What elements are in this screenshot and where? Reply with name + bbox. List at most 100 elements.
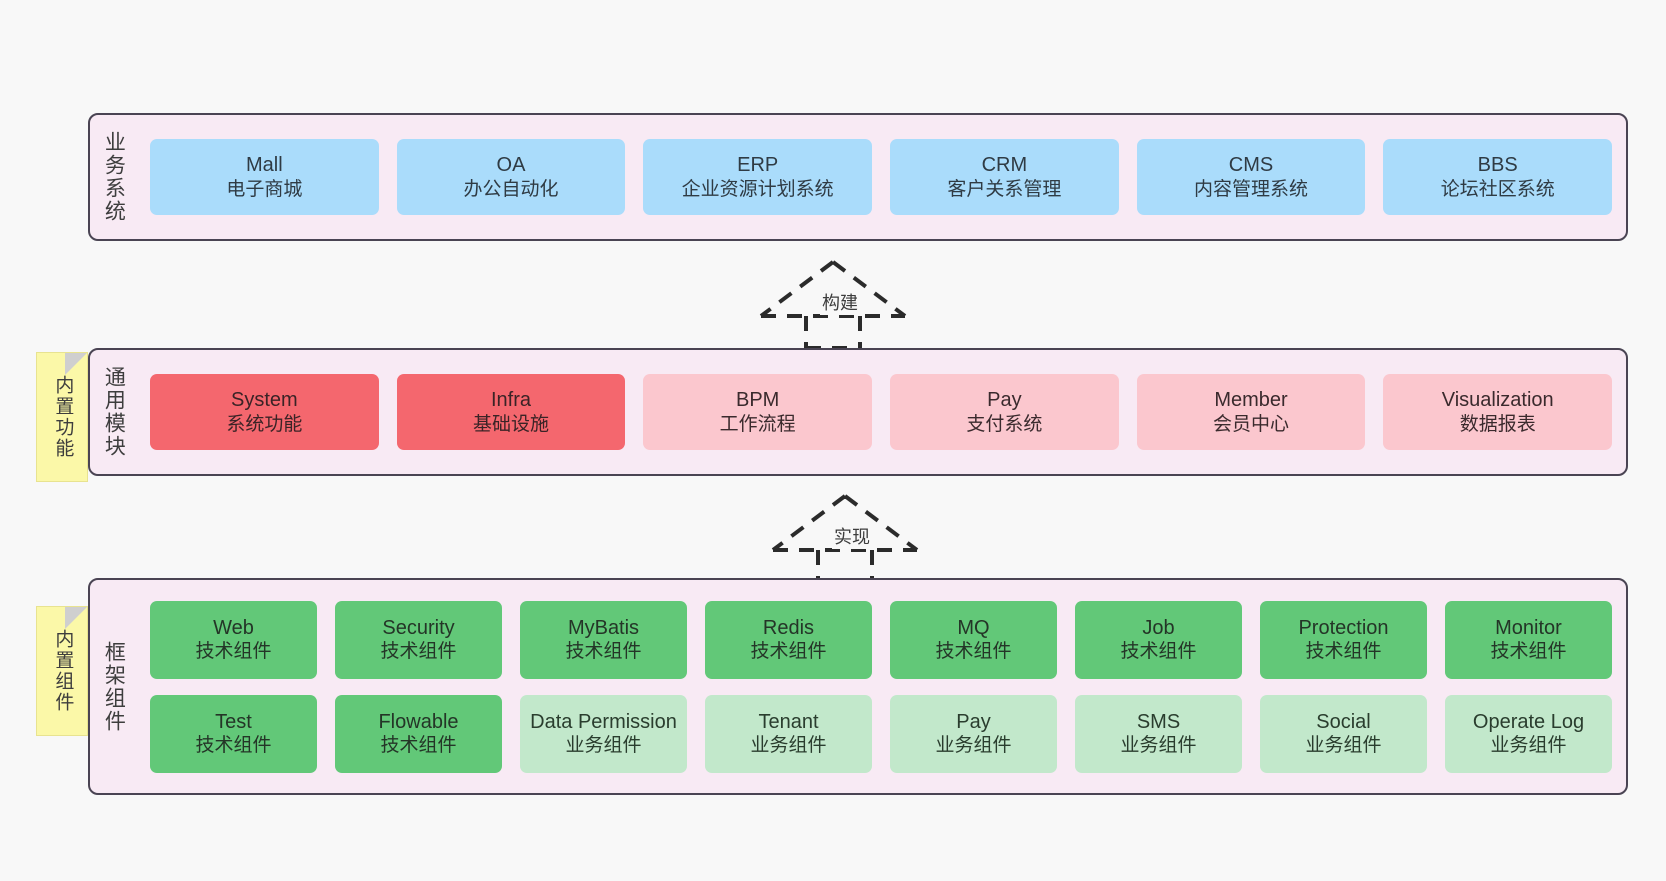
node-title: Data Permission [530, 710, 677, 733]
node-title: Visualization [1441, 389, 1554, 412]
layer-title-framework-component: 框架组件 [102, 640, 126, 733]
node-subtitle: 业务组件 [750, 735, 827, 757]
node-subtitle: 办公自动化 [463, 178, 559, 200]
layer-title-business-system: 业务系统 [102, 131, 126, 223]
node-subtitle: 论坛社区系统 [1440, 178, 1555, 200]
node-title: Security [382, 616, 455, 639]
node-title: Job [1142, 616, 1175, 639]
node-title: Member [1214, 389, 1288, 412]
node-subtitle: 基础设施 [473, 413, 550, 435]
layer-body-framework-component: Web 技术组件 Security 技术组件 MyBatis 技术组件 Redi… [136, 580, 1626, 793]
node-crm[interactable]: CRM 客户关系管理 [890, 139, 1119, 215]
node-mq[interactable]: MQ 技术组件 [890, 600, 1057, 679]
node-social[interactable]: Social 业务组件 [1260, 694, 1427, 773]
node-bbs[interactable]: BBS 论坛社区系统 [1383, 139, 1613, 215]
node-subtitle: 业务组件 [935, 735, 1012, 757]
node-subtitle: 技术组件 [1490, 641, 1567, 663]
note-builtin-components: 内置组件 [36, 606, 88, 736]
node-title: CMS [1228, 154, 1274, 177]
node-subtitle: 业务组件 [1305, 735, 1382, 757]
layer-row: Web 技术组件 Security 技术组件 MyBatis 技术组件 Redi… [150, 600, 1612, 679]
node-subtitle: 企业资源计划系统 [681, 178, 834, 200]
layer-business-system: 业务系统 Mall 电子商城 OA 办公自动化 ERP 企业资源计划系统 CRM… [88, 113, 1628, 241]
node-subtitle: 技术组件 [750, 641, 827, 663]
node-title: Pay [956, 710, 991, 733]
node-subtitle: 技术组件 [935, 641, 1012, 663]
node-title: Web [213, 616, 254, 639]
node-flowable[interactable]: Flowable 技术组件 [335, 694, 502, 773]
node-cms[interactable]: CMS 内容管理系统 [1136, 139, 1366, 215]
node-subtitle: 系统功能 [226, 413, 303, 435]
node-title: Tenant [758, 710, 819, 733]
node-subtitle: 电子商城 [226, 178, 303, 200]
node-subtitle: 技术组件 [1305, 641, 1382, 663]
node-visualization[interactable]: Visualization 数据报表 [1383, 374, 1613, 450]
layer-body-business-system: Mall 电子商城 OA 办公自动化 ERP 企业资源计划系统 CRM 客户关系… [136, 115, 1626, 239]
node-title: Operate Log [1472, 710, 1585, 733]
connector-label-build: 构建 [820, 289, 860, 315]
node-subtitle: 支付系统 [966, 413, 1043, 435]
node-infra[interactable]: Infra 基础设施 [396, 374, 626, 450]
node-subtitle: 技术组件 [380, 735, 457, 757]
node-title: Mall [246, 154, 283, 177]
layer-body-common-module: System 系统功能 Infra 基础设施 BPM 工作流程 Pay 支付系统… [136, 350, 1626, 474]
node-subtitle: 技术组件 [195, 641, 272, 663]
node-subtitle: 内容管理系统 [1194, 178, 1309, 200]
node-pay-business[interactable]: Pay 业务组件 [890, 694, 1057, 773]
node-test[interactable]: Test 技术组件 [150, 694, 317, 773]
node-title: Test [215, 710, 252, 733]
node-title: System [230, 389, 298, 412]
layer-row: Test 技术组件 Flowable 技术组件 Data Permission … [150, 694, 1612, 773]
node-title: Pay [987, 389, 1022, 412]
node-tenant[interactable]: Tenant 业务组件 [705, 694, 872, 773]
node-title: Monitor [1495, 616, 1562, 639]
layer-common-module: 通用模块 System 系统功能 Infra 基础设施 BPM 工作流程 Pay… [88, 348, 1628, 476]
node-subtitle: 技术组件 [565, 641, 642, 663]
node-web[interactable]: Web 技术组件 [150, 600, 317, 679]
node-mall[interactable]: Mall 电子商城 [150, 139, 379, 215]
node-subtitle: 业务组件 [565, 735, 642, 757]
layer-framework-component: 框架组件 Web 技术组件 Security 技术组件 MyBatis 技术组件… [88, 578, 1628, 795]
node-title: CRM [981, 154, 1028, 177]
connector-label-implement: 实现 [832, 523, 872, 549]
node-data-permission[interactable]: Data Permission 业务组件 [520, 694, 687, 773]
node-title: OA [496, 154, 526, 177]
node-monitor[interactable]: Monitor 技术组件 [1445, 600, 1612, 679]
node-title: ERP [737, 154, 779, 177]
node-sms[interactable]: SMS 业务组件 [1075, 694, 1242, 773]
node-erp[interactable]: ERP 企业资源计划系统 [643, 139, 873, 215]
node-subtitle: 工作流程 [719, 413, 796, 435]
node-subtitle: 客户关系管理 [947, 178, 1062, 200]
layer-title-common-module: 通用模块 [102, 366, 126, 458]
node-bpm[interactable]: BPM 工作流程 [643, 374, 873, 450]
node-subtitle: 业务组件 [1490, 735, 1567, 757]
node-subtitle: 技术组件 [380, 641, 457, 663]
connector-build: 构建 [758, 258, 908, 350]
connector-implement: 实现 [770, 492, 920, 584]
node-title: MQ [957, 616, 990, 639]
node-subtitle: 数据报表 [1459, 413, 1536, 435]
node-subtitle: 业务组件 [1120, 735, 1197, 757]
node-member[interactable]: Member 会员中心 [1136, 374, 1366, 450]
node-title: SMS [1136, 710, 1181, 733]
node-title: Protection [1298, 616, 1389, 639]
node-redis[interactable]: Redis 技术组件 [705, 600, 872, 679]
node-pay[interactable]: Pay 支付系统 [890, 374, 1119, 450]
node-oa[interactable]: OA 办公自动化 [396, 139, 626, 215]
node-operate-log[interactable]: Operate Log 业务组件 [1445, 694, 1612, 773]
node-title: BPM [736, 389, 780, 412]
node-security[interactable]: Security 技术组件 [335, 600, 502, 679]
node-title: MyBatis [567, 616, 640, 639]
node-subtitle: 技术组件 [195, 735, 272, 757]
node-protection[interactable]: Protection 技术组件 [1260, 600, 1427, 679]
node-title: Flowable [378, 710, 459, 733]
node-title: Infra [490, 389, 532, 412]
node-system[interactable]: System 系统功能 [150, 374, 379, 450]
node-title: Social [1316, 710, 1371, 733]
node-mybatis[interactable]: MyBatis 技术组件 [520, 600, 687, 679]
node-job[interactable]: Job 技术组件 [1075, 600, 1242, 679]
note-builtin-features: 内置功能 [36, 352, 88, 482]
node-title: BBS [1477, 154, 1518, 177]
node-title: Redis [762, 616, 815, 639]
